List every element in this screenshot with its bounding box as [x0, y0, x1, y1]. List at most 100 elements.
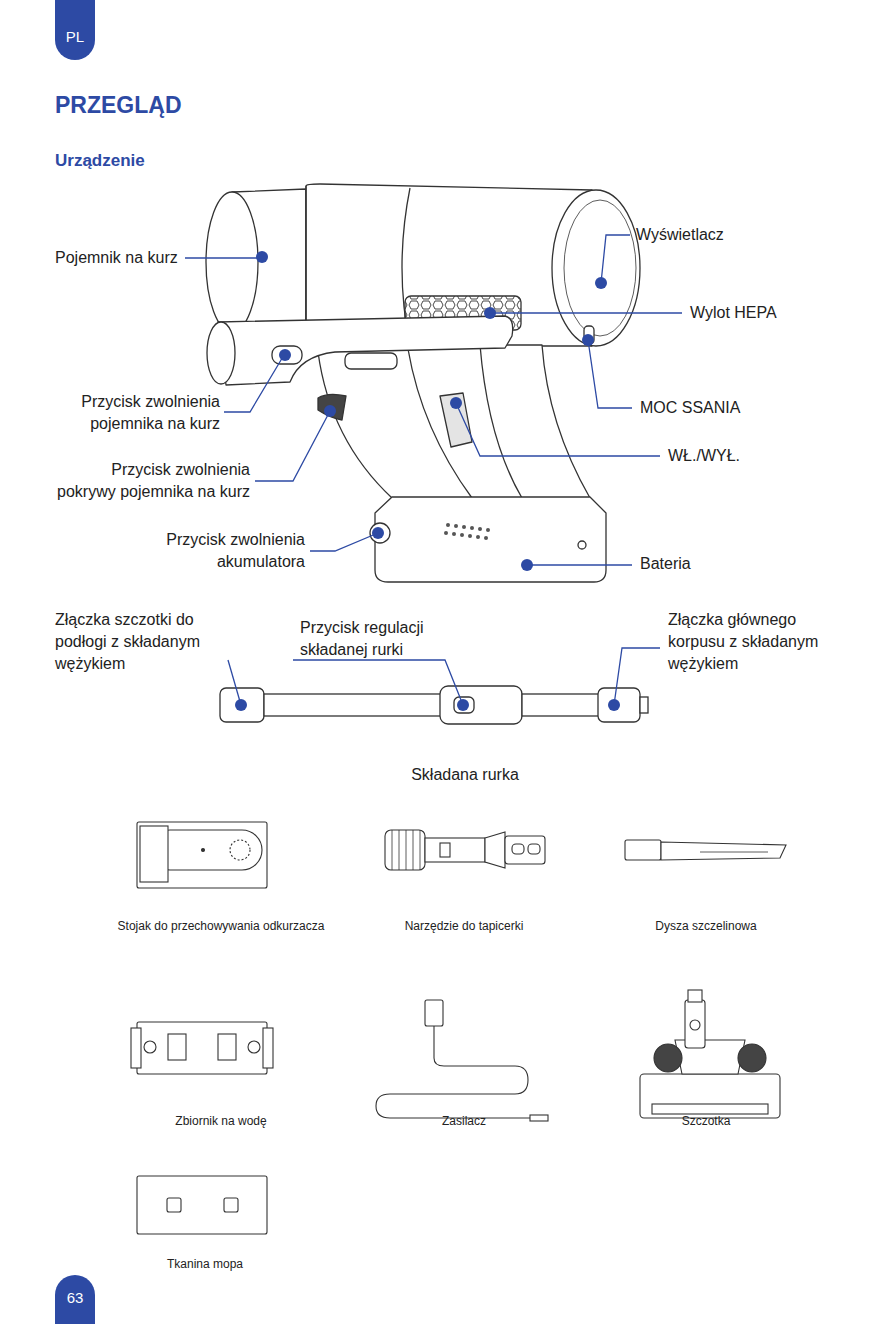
leader-dot: [484, 307, 496, 319]
water-tank: [168, 1034, 186, 1060]
part-label: Wyświetlacz: [636, 224, 836, 246]
vacuum-body: [454, 524, 458, 528]
water-tank: [218, 1034, 236, 1060]
vacuum-body: [484, 536, 488, 540]
storage-stand: [202, 849, 205, 852]
leader-dot: [450, 397, 462, 409]
leader-dot: [595, 277, 607, 289]
vacuum-body: [218, 316, 513, 385]
folding-tube: [264, 694, 442, 716]
water-tank: [131, 1028, 141, 1068]
accessory-caption: Zbiornik na wodę: [101, 1113, 341, 1129]
vacuum-body: [444, 531, 448, 535]
mop-cloth: [137, 1176, 267, 1234]
leader-line: [527, 564, 632, 565]
leader-line: [185, 257, 262, 258]
vacuum-body: [486, 528, 490, 532]
storage-stand: [230, 840, 250, 860]
leader-dot: [521, 559, 533, 571]
accessory-caption: Zasilacz: [354, 1113, 574, 1129]
vacuum-body: [552, 190, 640, 346]
part-label: WŁ./WYŁ.: [668, 445, 868, 467]
badge-text: PL: [66, 28, 84, 45]
leader-dot: [608, 699, 620, 711]
upholstery-tool: [385, 830, 425, 870]
folding-tube: [220, 686, 648, 724]
vacuum-body: [272, 346, 302, 364]
leader-dot: [256, 251, 268, 263]
floor-brush: [652, 1104, 768, 1114]
accessory-caption: Stojak do przechowywania odkurzacza: [101, 918, 341, 934]
part-label: Złączka szczotki do podłogi z składanym …: [55, 609, 215, 675]
crevice-nozzle: [661, 842, 786, 860]
vacuum-body: [345, 353, 397, 369]
part-label: MOC SSANIA: [640, 397, 840, 419]
leader-line: [614, 648, 660, 705]
folding-tube: [640, 697, 648, 713]
crevice-nozzle: [700, 852, 768, 853]
storage-stand: [137, 822, 267, 888]
section-heading: Urządzenie: [55, 150, 355, 172]
leader-dot: [235, 251, 620, 711]
part-label: Przycisk zwolnienia pojemnika na kurz: [70, 391, 220, 435]
part-label: Wylot HEPA: [690, 302, 870, 324]
storage-stand: [140, 826, 168, 882]
power-adapter: [376, 1026, 530, 1118]
leader-line: [185, 235, 682, 705]
vacuum-body: [207, 322, 235, 384]
upholstery-tool: [512, 844, 524, 854]
vacuum-body: [318, 349, 472, 498]
vacuum-body: [452, 532, 456, 536]
leader-line: [456, 403, 660, 456]
folding-tube: [440, 686, 522, 724]
mop-cloth: [224, 1198, 238, 1212]
folding-tube: [220, 688, 264, 722]
water-tank: [263, 1028, 273, 1068]
leader-dot: [235, 699, 247, 711]
floor-brush: [690, 1020, 700, 1030]
floor-brush: [640, 990, 780, 1118]
mop-cloth: [167, 1198, 181, 1212]
accessory-caption: Dysza szczelinowa: [596, 918, 816, 934]
floor-brush: [685, 1000, 705, 1048]
upholstery-tool: [392, 830, 420, 870]
vacuum-body: [206, 192, 258, 332]
upholstery-tool: [425, 838, 485, 862]
leader-dot: [279, 349, 291, 361]
water-tank: [248, 1041, 260, 1053]
power-adapter: [425, 1000, 443, 1026]
accessory-caption: Tkanina mopa: [95, 1256, 315, 1272]
part-label: Składana rurka: [365, 764, 565, 786]
part-label: Przycisk zwolnienia pokrywy pojemnika na…: [53, 459, 250, 503]
vacuum-body: [476, 535, 480, 539]
vacuum-body: [440, 393, 472, 447]
water-tank: [131, 1022, 273, 1074]
leader-line: [588, 340, 632, 408]
leader-line: [255, 411, 330, 481]
power-adapter: [530, 1115, 548, 1121]
vacuum-body: [468, 534, 472, 538]
vacuum-body: [446, 523, 450, 527]
page-badge: PL: [55, 0, 95, 60]
storage-stand: [137, 822, 267, 888]
leader-line: [224, 355, 284, 412]
part-label: Przycisk zwolnienia akumulatora: [155, 529, 305, 573]
vacuum-body: [480, 345, 590, 498]
vacuum-body: [375, 497, 606, 582]
leader-line: [490, 312, 682, 313]
vacuum-body: [478, 527, 482, 531]
leader-dot: [372, 527, 384, 539]
mop-cloth: [137, 1176, 267, 1234]
vacuum-body: [370, 523, 390, 543]
part-label: Bateria: [640, 553, 840, 575]
power-adapter: [376, 1000, 548, 1121]
vacuum-body: [470, 526, 474, 530]
floor-brush: [654, 1044, 682, 1072]
upholstery-tool: [440, 843, 450, 857]
leader-line: [293, 660, 463, 705]
part-label: Pojemnik na kurz: [55, 247, 195, 269]
part-label: Przycisk regulacji składanej rurki: [300, 617, 460, 661]
vacuum-body: [564, 200, 636, 336]
